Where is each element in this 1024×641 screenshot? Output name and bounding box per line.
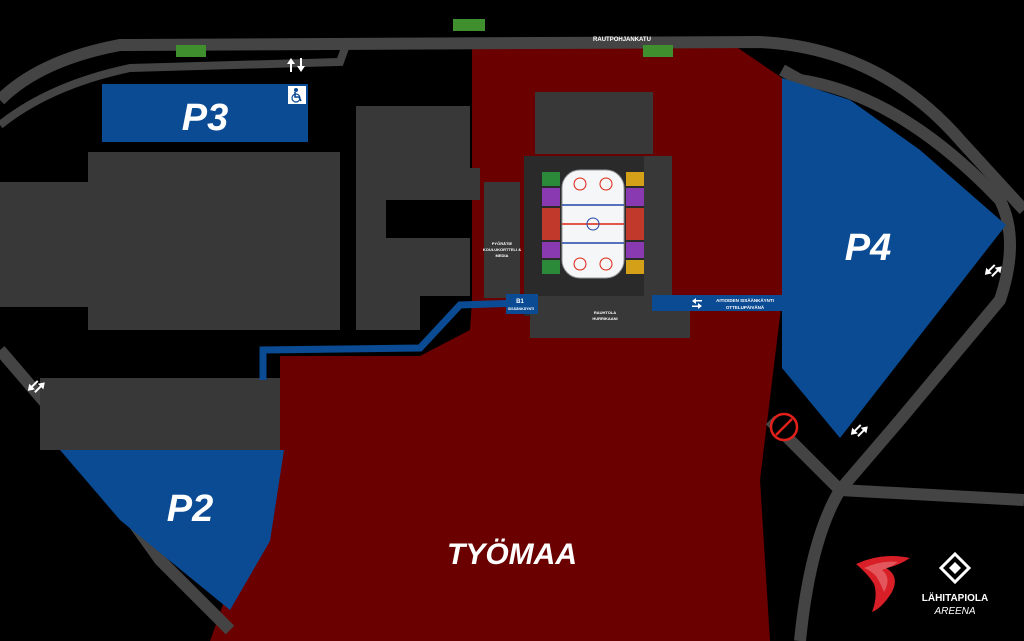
two-way-arrows-icon xyxy=(287,58,305,72)
parking-p2[interactable] xyxy=(60,450,284,610)
parking-area-grey xyxy=(40,378,280,450)
label-rauhtola: RAUHTOLA xyxy=(594,310,616,315)
road-right xyxy=(779,64,1016,641)
ev-charging-icon xyxy=(453,19,485,31)
b1-entrance[interactable] xyxy=(506,294,538,314)
road-rautpohjankatu xyxy=(0,35,1024,215)
road-inner xyxy=(0,46,349,129)
label-rauhtola-2: HURRIKAANI xyxy=(592,316,617,321)
b1-entrance-sub: SISÄÄNKÄYNTI xyxy=(508,307,534,311)
parking-p3-label: P3 xyxy=(182,97,228,139)
two-way-arrows-icon xyxy=(850,424,868,437)
road-right-branch xyxy=(765,415,1024,506)
walking-path xyxy=(259,299,521,380)
b1-entrance-label: B1 xyxy=(516,299,524,305)
arena-complex[interactable] xyxy=(484,92,690,338)
two-way-arrows-icon xyxy=(27,380,45,393)
parking-p4-label: P4 xyxy=(845,227,891,269)
ev-charging-icon xyxy=(176,45,206,57)
two-way-arrows-icon xyxy=(692,298,702,309)
aitio-entrance[interactable] xyxy=(652,295,782,311)
building-middle xyxy=(356,106,480,238)
street-name: RAUTPOHJANKATU xyxy=(593,37,651,43)
club-logo-icon xyxy=(856,556,910,612)
label-pyorahdentie: PYÖRÄTIE xyxy=(492,241,513,246)
aitio-label-2: OTTELUPÄIVÄNÄ xyxy=(726,304,765,310)
arena-name-2: AREENA xyxy=(933,606,975,617)
parking-p4[interactable] xyxy=(782,78,1006,438)
parking-p3[interactable] xyxy=(102,84,308,142)
construction-label: TYÖMAA xyxy=(447,538,577,571)
building-left-edge xyxy=(0,182,90,307)
ev-charging-icon xyxy=(643,45,673,57)
building-lower xyxy=(356,238,470,330)
arena-name: LÄHITAPIOLA xyxy=(922,591,988,604)
building-large xyxy=(88,152,340,330)
aitio-label: AITIOIDEN SISÄÄNKÄYNTI xyxy=(716,297,774,303)
accessible-parking-icon xyxy=(288,86,306,104)
no-entry-icon xyxy=(769,412,799,442)
parking-p2-label: P2 xyxy=(167,488,213,530)
label-pyorahdentie-2: KOULUKORTTELI & xyxy=(483,247,521,252)
two-way-arrows-icon xyxy=(984,264,1002,277)
arena-logo-icon xyxy=(938,551,972,585)
label-pyorahdentie-3: MEDIA xyxy=(496,253,509,258)
